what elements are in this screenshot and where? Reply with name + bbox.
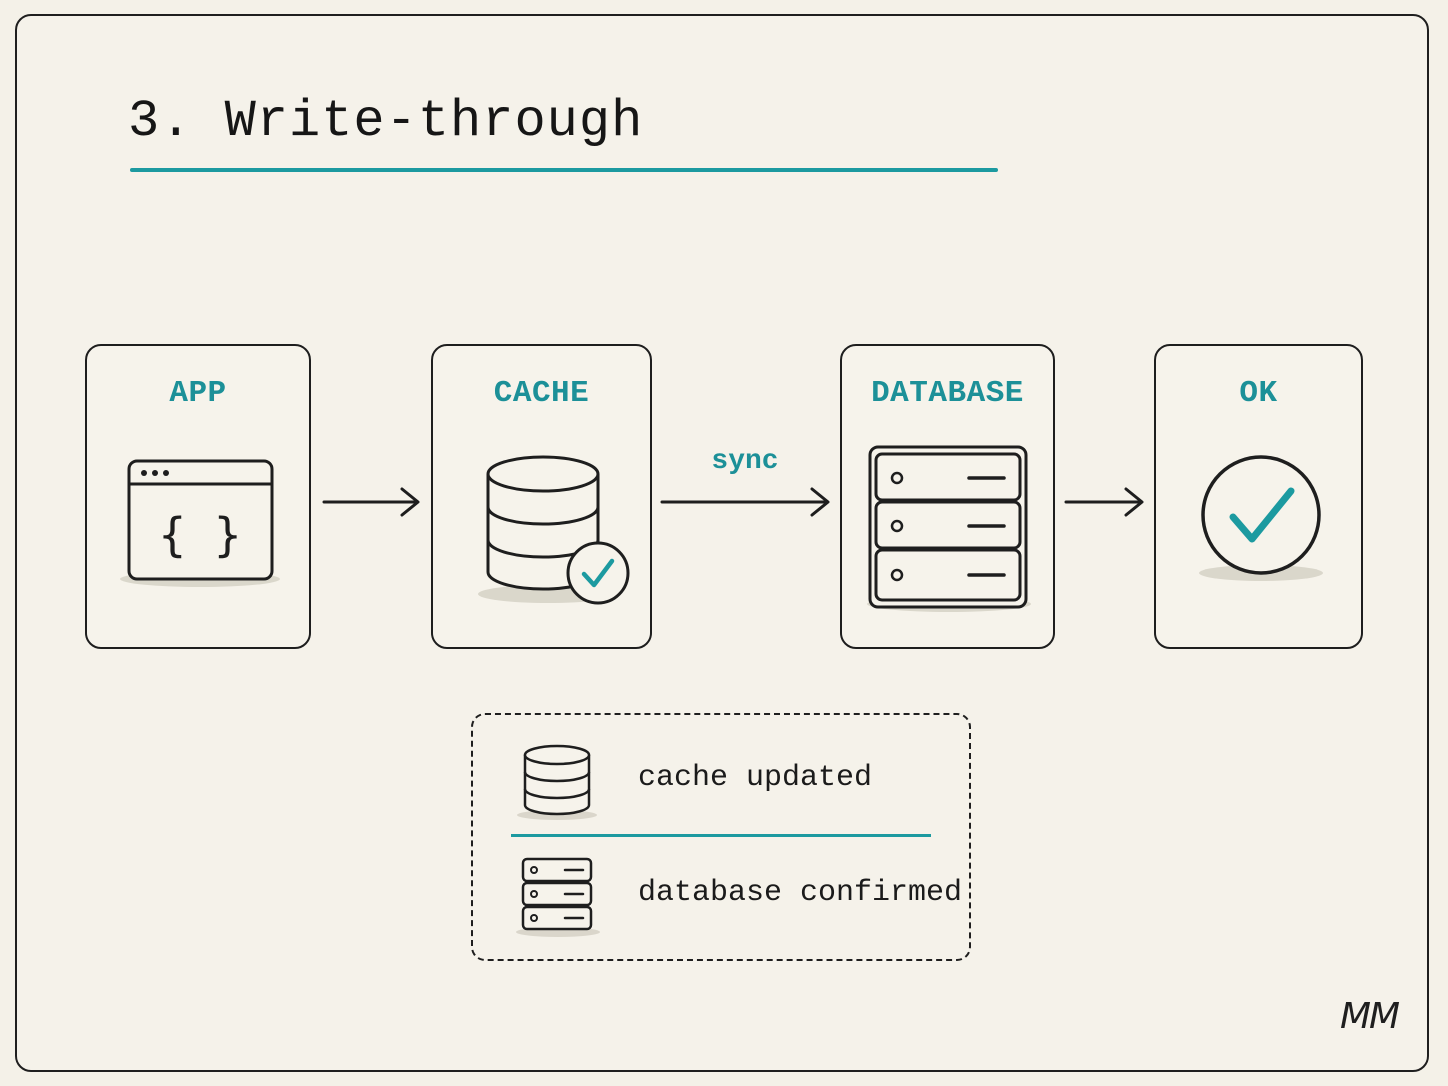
node-cache: CACHE [431, 344, 652, 649]
arrow-cache-to-database [660, 487, 830, 517]
legend-divider [511, 834, 931, 837]
arrow-app-to-cache [322, 487, 420, 517]
edge-label-sync: sync [711, 446, 779, 477]
legend-database-icon [517, 744, 597, 820]
legend-item-cache-updated: cache updated [638, 761, 873, 795]
checkmark-circle-icon [1199, 455, 1323, 581]
node-cache-label: CACHE [493, 376, 590, 411]
legend-box: cache updated database confirmed [471, 713, 971, 961]
node-ok-label: OK [1239, 376, 1278, 411]
page-title: 3. Write-through [128, 92, 644, 151]
svg-text:{ }: { } [158, 508, 241, 562]
node-database: DATABASE [840, 344, 1055, 649]
node-app: APP { } [85, 344, 311, 649]
code-window-icon: { } [120, 459, 280, 587]
arrow-database-to-ok [1064, 487, 1144, 517]
author-signature: MM [1340, 996, 1400, 1037]
legend-item-database-confirmed: database confirmed [638, 876, 963, 910]
server-rack-icon [867, 445, 1031, 612]
title-underline [130, 168, 998, 172]
legend-server-rack-icon [516, 857, 600, 937]
database-check-icon [478, 455, 630, 605]
node-app-label: APP [169, 376, 227, 411]
node-database-label: DATABASE [871, 376, 1024, 411]
node-ok: OK [1154, 344, 1363, 649]
